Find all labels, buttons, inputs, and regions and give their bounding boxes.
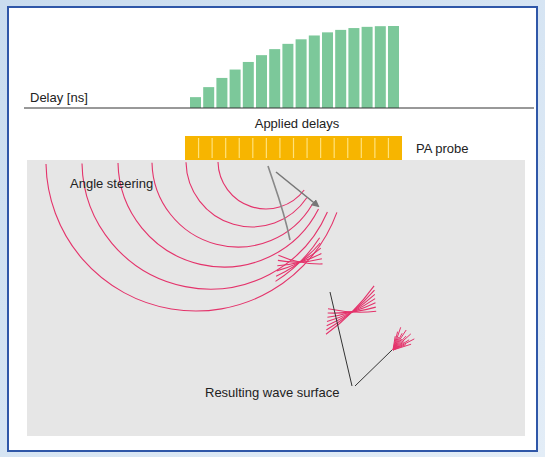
- probe-element-divider: [293, 138, 294, 158]
- probe-element-divider: [198, 138, 199, 158]
- delay-bar: [216, 78, 227, 108]
- delay-bar: [348, 28, 359, 108]
- delay-bar: [362, 27, 373, 108]
- leader-line: [355, 350, 392, 386]
- wavelet-arc: [276, 238, 320, 282]
- delay-bar: [335, 30, 346, 108]
- probe-element-divider: [266, 138, 267, 158]
- pa-probe: [185, 136, 402, 160]
- axis-caption: Applied delays: [255, 116, 340, 131]
- wavelet-arc: [328, 309, 376, 312]
- steering-arrow: [276, 172, 318, 206]
- probe-element-divider: [306, 138, 307, 158]
- delay-bar: [269, 49, 280, 108]
- delay-bar: [243, 62, 254, 108]
- probe-element-divider: [320, 138, 321, 158]
- probe-element-divider: [279, 138, 280, 158]
- delay-bar: [282, 44, 293, 108]
- delay-bar: [375, 26, 386, 108]
- delay-bar: [322, 32, 333, 108]
- wavelet-arc: [186, 162, 307, 227]
- wavelet-arc: [277, 248, 321, 271]
- probe-element-divider: [239, 138, 240, 158]
- delay-bar: [203, 87, 214, 108]
- callout-label: Angle steering: [70, 176, 153, 191]
- callout-label: Resulting wave surface: [205, 385, 339, 400]
- probe-element-divider: [347, 138, 348, 158]
- probe-element-divider: [212, 138, 213, 158]
- probe-body: [185, 136, 402, 160]
- converging-ray: [393, 340, 409, 350]
- converging-ray: [393, 339, 414, 350]
- part-name: PA probe: [416, 141, 469, 156]
- probe-element-divider: [361, 138, 362, 158]
- delay-bars: [190, 26, 399, 108]
- delay-bar: [190, 97, 201, 108]
- wavefronts: [46, 162, 414, 350]
- probe-element-divider: [334, 138, 335, 158]
- axis-label: Delay [ns]: [30, 90, 88, 105]
- panel-frame: [8, 7, 537, 451]
- axis-line: [24, 108, 534, 109]
- delay-bar: [296, 39, 307, 108]
- probe-element-divider: [374, 138, 375, 158]
- wavelet-arc: [152, 163, 312, 247]
- converging-ray: [393, 344, 411, 350]
- delay-bar: [230, 70, 241, 108]
- wavelet-arc: [278, 255, 322, 264]
- probe-element-divider: [388, 138, 389, 158]
- delay-bar: [256, 55, 267, 108]
- steering-curve: [268, 166, 290, 240]
- test-material: [27, 160, 525, 436]
- delay-bar: [388, 26, 399, 108]
- wavelet-arc: [218, 162, 304, 209]
- leader-line: [330, 292, 352, 386]
- probe-element-divider: [225, 138, 226, 158]
- probe-element-divider: [252, 138, 253, 158]
- wavelet-arc: [276, 243, 320, 276]
- delay-bar: [309, 35, 320, 108]
